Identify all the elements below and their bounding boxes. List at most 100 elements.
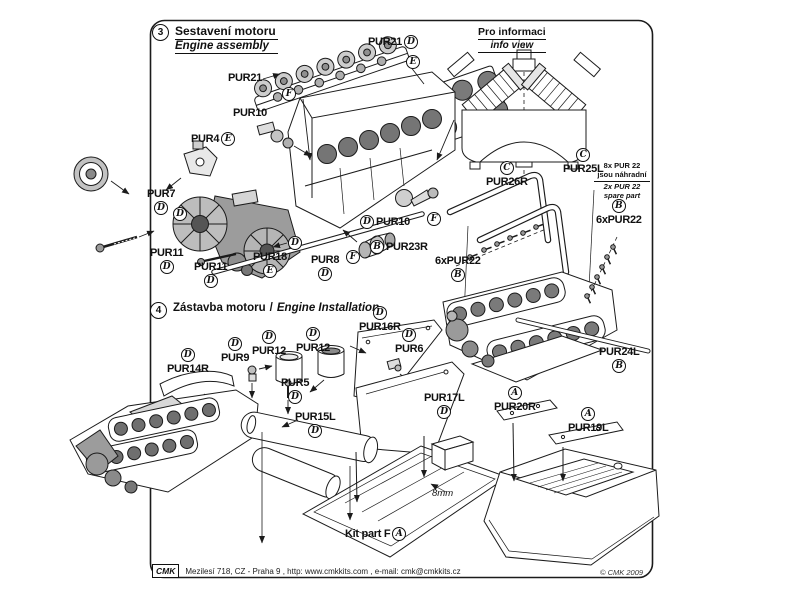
label-kit-part: Kit part F A [345,527,407,541]
letter-badge-e: E [221,132,236,146]
letter-badge-a: A [581,407,596,421]
label-pur7-text: PUR7 [147,188,176,200]
label-pur12-b: D PUR12 [296,327,330,354]
assembled-engine-drawing [442,271,618,383]
letter-badge-b: B [612,359,627,373]
label-pur22-right: B 6xPUR22 [596,199,642,226]
letter-badge-fan-2: D [288,236,302,250]
engine-left-drawing [69,389,259,494]
label-pur23r-text: PUR23R [386,241,428,253]
letter-badge-f: F [346,250,360,264]
engine-block-drawing [287,71,456,229]
info-view-title-czech: Pro informaci [478,26,546,40]
label-pur26r-text: PUR26R [486,176,528,188]
label-pur17l-text: PUR17L [424,392,465,404]
label-pur10-top: PUR10 [233,107,267,119]
info-view-header: Pro informaci info view [478,26,546,53]
label-pur10-mid: D PUR10 [360,215,410,229]
label-pur9: D PUR9 [221,337,249,364]
letter-badge-f: F [282,87,296,101]
label-pur22-right-text: 6xPUR22 [596,214,642,226]
label-pur20r-text: PUR20R [494,401,536,413]
label-pur14r-text: PUR14R [167,363,209,375]
section3-arrows [110,65,455,248]
pur11-screws-drawing [95,235,237,266]
label-kit-part-text: Kit part F [345,528,391,540]
section3-header: 3 Sestavení motoru Engine assembly [152,24,278,54]
section4-title-czech: Zástavba motoru [173,302,266,314]
letter-badge-d: D [308,424,323,438]
letter-badge-d: D [403,35,418,49]
label-pur4-text: PUR4 [191,133,220,145]
label-pur23r: B PUR23R [370,240,428,254]
pur22-bolts-left-drawing [455,223,547,267]
letter-badge-d: D [402,328,417,342]
pur22-bolts-right-drawing [584,236,618,304]
letter-badge-d: D [159,260,174,274]
pur4-part-drawing [183,140,218,177]
label-pur15l-text: PUR15L [295,411,336,423]
letter-badge-d: D [372,306,387,320]
label-pur17l: PUR17L D [424,392,465,419]
label-pur22-left: 6xPUR22 B [435,255,481,282]
letter-badge-e: E [262,264,277,278]
pur7-pulley-drawing [73,156,109,192]
section4-title-english: Engine Installation [276,302,380,314]
section4-header: 4 Zástavba motoru / Engine Installation [150,302,379,319]
note-line-2: jsou náhradní [594,170,650,182]
note-line-1: 8x PUR 22 [603,161,641,170]
letter-badge-e: E [406,55,420,69]
letter-badge-f: F [427,212,441,226]
info-view-title-english: info view [478,40,546,53]
label-pur24l-text: PUR24L [599,346,640,358]
letter-badge-pur10-mid-2: F [427,212,441,226]
pur10-top-part-drawing [256,121,294,149]
note-line-3: 2x PUR 22 [603,181,641,191]
label-pur11-b-text: PUR11 [194,261,228,273]
label-pur24l: PUR24L B [599,346,640,373]
letter-badge-d: D [203,274,218,288]
letter-badge-b: B [370,240,384,254]
letter-badge-c: C [576,148,591,162]
letter-badge-d: D [288,390,303,404]
letter-badge-d: D [261,330,276,344]
letter-badge-a: A [392,527,407,541]
label-pur21-left: PUR21 [228,72,262,84]
section4-art [69,319,660,566]
info-view-drawing [446,44,602,174]
pur15l-roll-drawing [240,411,379,500]
label-pur22-left-text: 6xPUR22 [435,255,481,267]
dimension-8mm: 8mm [432,488,454,499]
label-pur25l-text: PUR25L [563,163,604,175]
letter-badge-d: D [288,236,302,250]
label-pur5-text: PUR5 [281,377,310,389]
label-pur11-a: PUR11 D [150,247,184,274]
label-pur14r: D PUR14R [167,348,209,375]
label-pur8: PUR8 D [311,254,339,281]
letter-badge-d: D [305,327,320,341]
section4-number-badge: 4 [150,302,167,319]
section3-title-english: Engine assembly [175,40,278,54]
label-pur18: PUR18 E [253,251,287,278]
label-pur4: PUR4 E [191,132,236,146]
label-pur6: D PUR6 [395,328,423,355]
label-pur6-text: PUR6 [395,343,424,355]
letter-badge-d: D [228,337,243,351]
letter-badge-d: D [360,215,374,229]
letter-badge-pur21-right-2: E [406,55,420,69]
letter-badge-pur21-left: F [282,87,296,101]
label-pur10-mid-text: PUR10 [376,216,410,228]
section3-title-czech: Sestavení motoru [175,24,278,40]
label-pur16r-text: PUR16R [359,321,401,333]
letter-badge-a: A [507,386,522,400]
section3-number-badge: 3 [152,24,169,41]
letter-badge-c: C [499,161,514,175]
label-pur7: PUR7 D [147,188,175,215]
letter-badge-b: B [611,199,626,213]
pur10-mid-part-drawing [395,187,439,207]
footer-copyright: © CMK 2009 [600,568,644,577]
letter-badge-d: D [154,201,169,215]
label-pur8-text: PUR8 [311,254,340,266]
